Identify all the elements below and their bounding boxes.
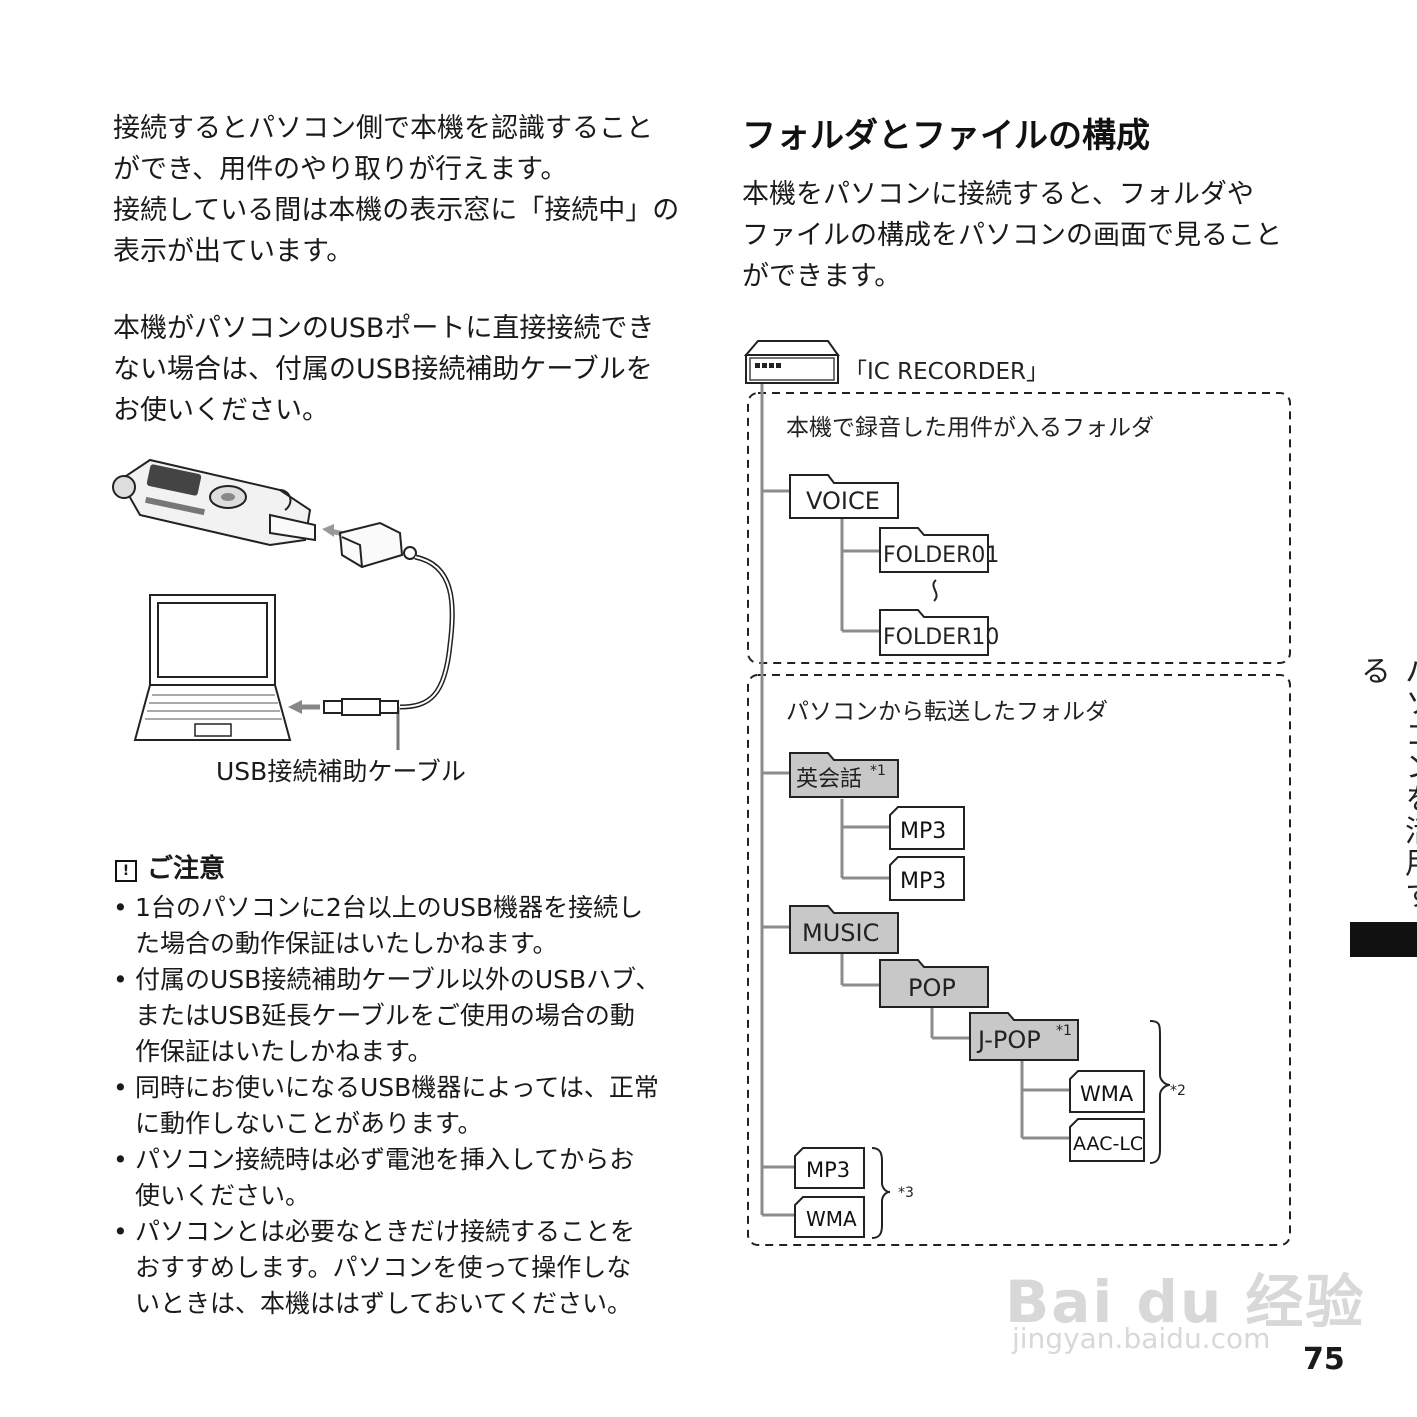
bracket-note3: [871, 1147, 891, 1239]
note-item: パソコン接続時は必ず電池を挿入してからお 使いください。: [113, 1142, 693, 1214]
page-number: 75: [1303, 1342, 1345, 1377]
notes-title-text: ご注意: [147, 854, 226, 884]
svg-text:AAC-LC: AAC-LC: [1073, 1133, 1143, 1155]
caution-icon: !: [115, 860, 137, 882]
folder01-folder: FOLDER01: [879, 527, 999, 573]
aac-lc-file: AAC-LC: [1069, 1118, 1145, 1162]
note-item: 同時にお使いになるUSB機器によっては、正常 に動作しないことがあります。: [113, 1070, 693, 1142]
omission-mark: [932, 579, 938, 602]
drive-icon: [743, 340, 840, 384]
usb-paragraph: 本機がパソコンのUSBポートに直接接続でき ない場合は、付属のUSB接続補助ケー…: [113, 313, 655, 426]
svg-text:VOICE: VOICE: [806, 487, 880, 515]
svg-text:*1: *1: [870, 763, 886, 779]
note2-marker: *2: [1170, 1083, 1186, 1099]
section-heading: フォルダとファイルの構成: [742, 116, 1150, 156]
notes-list: 1台のパソコンに2台以上のUSB機器を接続し た場合の動作保証はいたしかねます。…: [113, 890, 693, 1322]
folder-tree-diagram: 「IC RECORDER」 本機で録音した用件が入るフォルダ VOICE FOL…: [743, 340, 1291, 1246]
note-item: 1台のパソコンに2台以上のUSB機器を接続し た場合の動作保証はいたしかねます。: [113, 890, 693, 962]
usb-plug-drawing: [323, 698, 399, 716]
svg-text:J-POP: J-POP: [976, 1026, 1041, 1054]
usb-adapter-drawing: [338, 521, 417, 569]
notes-title: ! ご注意: [115, 848, 225, 885]
svg-text:MP3: MP3: [900, 869, 946, 894]
note-item: 付属のUSB接続補助ケーブル以外のUSBハブ、 またはUSB延長ケーブルをご使用…: [113, 962, 693, 1070]
bracket-note2: [1149, 1020, 1171, 1164]
intro-paragraph: 接続するとパソコン側で本機を認識すること ができ、用件のやり取りが行えます。 接…: [113, 113, 680, 267]
svg-text:FOLDER01: FOLDER01: [883, 543, 999, 568]
mp3-file: MP3: [889, 806, 965, 850]
music-folder: MUSIC: [789, 905, 899, 954]
eikaiwa-folder: 英会話 *1: [789, 752, 899, 798]
note3-marker: *3: [898, 1185, 914, 1201]
root-label: 「IC RECORDER」: [844, 359, 1049, 385]
tree-lines: [760, 382, 1070, 1217]
side-tab-marker: [1350, 922, 1417, 957]
svg-text:英会話: 英会話: [796, 767, 862, 792]
voice-folder: VOICE: [789, 474, 899, 519]
section2-box: [747, 674, 1291, 1246]
pop-folder: POP: [879, 959, 989, 1008]
wma-file: WMA: [1069, 1070, 1145, 1113]
svg-text:MP3: MP3: [900, 819, 946, 844]
svg-text:WMA: WMA: [1080, 1082, 1134, 1106]
svg-text:FOLDER10: FOLDER10: [883, 625, 999, 650]
mp3-file: MP3: [794, 1147, 865, 1189]
jpop-folder: J-POP *1: [969, 1012, 1079, 1061]
note-item: パソコンとは必要なときだけ接続することを おすすめします。パソコンを使って操作し…: [113, 1214, 693, 1322]
mp3-file: MP3: [889, 856, 965, 901]
svg-text:POP: POP: [908, 974, 956, 1002]
section1-box: [747, 392, 1291, 664]
section1-label: 本機で録音した用件が入るフォルダ: [786, 415, 1154, 441]
section2-label: パソコンから転送したフォルダ: [786, 699, 1108, 725]
svg-text:*1: *1: [1056, 1023, 1072, 1039]
watermark-brand: Bai du 经验: [1005, 1268, 1366, 1336]
usb-connection-illustration: [112, 458, 455, 750]
folder10-folder: FOLDER10: [879, 609, 999, 656]
svg-text:WMA: WMA: [806, 1207, 857, 1231]
svg-text:MP3: MP3: [806, 1158, 850, 1182]
laptop-drawing: [133, 594, 292, 741]
svg-text:MUSIC: MUSIC: [802, 919, 879, 947]
side-tab-label: パソコンを活用する: [1355, 655, 1417, 911]
ic-recorder-drawing: [112, 458, 316, 547]
wma-file: WMA: [794, 1196, 865, 1238]
cable-caption: USB接続補助ケーブル: [216, 757, 466, 786]
section-intro: 本機をパソコンに接続すると、フォルダや ファイルの構成をパソコンの画面で見ること…: [742, 179, 1282, 292]
watermark-url: jingyan.baidu.com: [1012, 1322, 1271, 1355]
